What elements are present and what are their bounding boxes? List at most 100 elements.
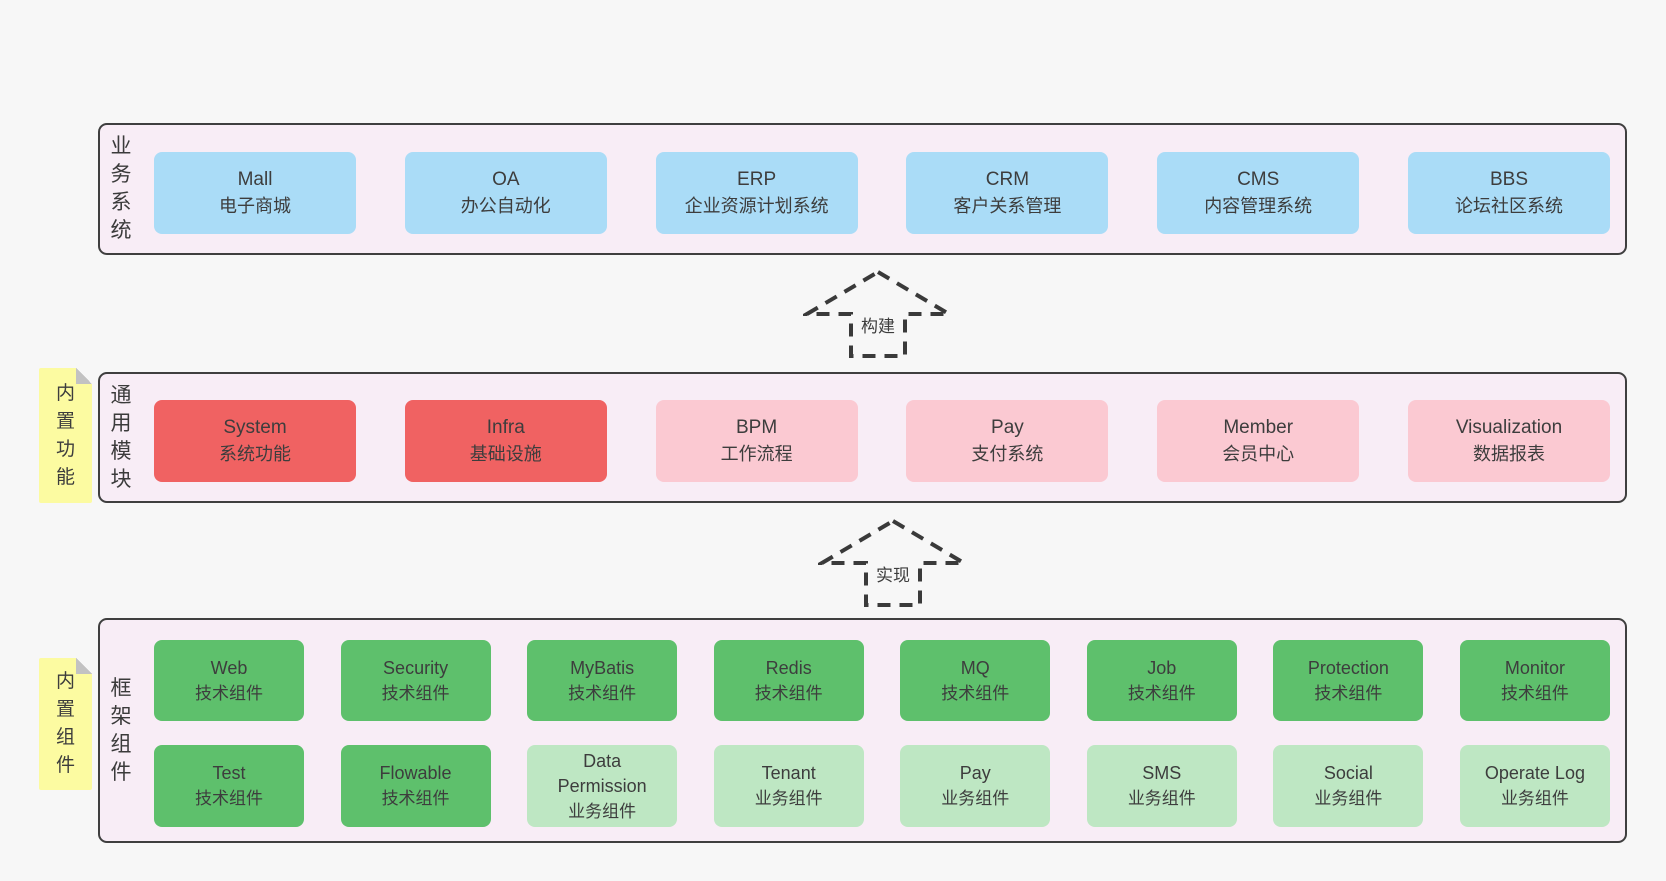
box-redis: Redis 技术组件 — [713, 640, 864, 721]
box-web: Web 技术组件 — [154, 640, 304, 721]
box-visualization: Visualization 数据报表 — [1407, 400, 1610, 482]
box-job: Job 技术组件 — [1086, 640, 1237, 721]
box-cms-title: CMS — [1237, 169, 1280, 190]
box-pay-component-title: Pay — [959, 763, 991, 783]
box-system: System 系统功能 — [154, 400, 356, 482]
business-systems-label-wrap: 业务系统 — [108, 125, 134, 253]
box-sms-subtitle: 业务组件 — [1127, 789, 1196, 808]
box-oa-title: OA — [492, 169, 520, 190]
box-pay-module-title: Pay — [991, 417, 1024, 438]
box-crm-subtitle: 客户关系管理 — [953, 196, 1062, 216]
build-arrow-label: 构建 — [858, 312, 898, 337]
framework-components-row-2: Test 技术组件 Flowable 技术组件 Data Permission … — [154, 745, 1610, 827]
box-bpm-subtitle: 工作流程 — [720, 444, 793, 464]
box-pay-component: Pay 业务组件 — [900, 745, 1051, 827]
common-modules-label: 通用模块 — [110, 383, 132, 491]
business-systems-label: 业务系统 — [110, 135, 132, 242]
box-protection-subtitle: 技术组件 — [1314, 683, 1383, 703]
box-monitor: Monitor 技术组件 — [1459, 640, 1610, 721]
box-system-title: System — [223, 417, 287, 438]
box-sms: SMS 业务组件 — [1086, 745, 1237, 827]
builtin-features-note-text: 内置功能 — [55, 382, 75, 488]
framework-components-row-1: Web 技术组件 Security 技术组件 MyBatis 技术组件 Redi… — [154, 640, 1610, 721]
box-operate-log-title: Operate Log — [1484, 763, 1585, 783]
business-systems-row: Mall 电子商城 OA 办公自动化 ERP 企业资源计划系统 CRM 客户关系… — [154, 152, 1610, 234]
box-security-subtitle: 技术组件 — [381, 683, 450, 703]
common-modules-section: 通用模块 System 系统功能 Infra 基础设施 BPM 工作流程 Pay… — [98, 372, 1627, 503]
box-redis-subtitle: 技术组件 — [754, 683, 823, 703]
box-mq-title: MQ — [960, 657, 990, 678]
box-system-subtitle: 系统功能 — [219, 444, 291, 464]
up-block-arrow-icon — [803, 269, 953, 358]
box-operate-log: Operate Log 业务组件 — [1459, 745, 1610, 827]
box-job-title: Job — [1147, 657, 1177, 678]
box-social-title: Social — [1323, 763, 1373, 783]
box-infra-subtitle: 基础设施 — [469, 444, 542, 464]
business-systems-section: 业务系统 Mall 电子商城 OA 办公自动化 ERP 企业资源计划系统 CRM… — [98, 123, 1627, 255]
box-protection-title: Protection — [1307, 657, 1389, 678]
folded-corner-icon — [76, 658, 92, 674]
implement-arrow-label: 实现 — [873, 561, 913, 586]
framework-components-label-wrap: 框架组件 — [108, 620, 134, 841]
box-bpm: BPM 工作流程 — [655, 400, 858, 482]
builtin-features-note: 内置功能 — [39, 368, 92, 503]
box-tenant-subtitle: 业务组件 — [754, 789, 823, 808]
box-flowable-subtitle: 技术组件 — [381, 789, 450, 808]
box-mybatis: MyBatis 技术组件 — [527, 640, 678, 721]
box-erp: ERP 企业资源计划系统 — [655, 152, 858, 234]
box-flowable: Flowable 技术组件 — [340, 745, 491, 827]
box-tenant-title: Tenant — [761, 763, 816, 783]
box-monitor-subtitle: 技术组件 — [1500, 683, 1569, 703]
box-pay-module: Pay 支付系统 — [906, 400, 1109, 482]
box-security-title: Security — [383, 657, 449, 678]
box-web-subtitle: 技术组件 — [195, 683, 263, 703]
box-job-subtitle: 技术组件 — [1127, 683, 1196, 703]
framework-components-label: 框架组件 — [110, 676, 132, 784]
common-modules-label-wrap: 通用模块 — [108, 374, 134, 501]
box-mq: MQ 技术组件 — [900, 640, 1051, 721]
box-mall-title: Mall — [237, 169, 273, 190]
common-modules-row: System 系统功能 Infra 基础设施 BPM 工作流程 Pay 支付系统… — [154, 400, 1610, 482]
box-redis-title: Redis — [765, 657, 812, 678]
implement-arrow: 实现 — [818, 517, 968, 609]
box-monitor-title: Monitor — [1504, 657, 1565, 678]
box-web-title: Web — [210, 657, 248, 678]
box-bbs-subtitle: 论坛社区系统 — [1454, 196, 1563, 216]
folded-corner-icon — [76, 368, 92, 384]
box-oa-subtitle: 办公自动化 — [460, 196, 551, 216]
box-bpm-title: BPM — [736, 417, 778, 438]
box-erp-subtitle: 企业资源计划系统 — [684, 196, 829, 216]
box-visualization-subtitle: 数据报表 — [1472, 444, 1545, 464]
box-cms: CMS 内容管理系统 — [1157, 152, 1360, 234]
box-protection: Protection 技术组件 — [1273, 640, 1424, 721]
box-bbs-title: BBS — [1489, 169, 1528, 190]
box-infra: Infra 基础设施 — [404, 400, 607, 482]
box-member-title: Member — [1223, 417, 1294, 438]
builtin-components-note: 内置组件 — [39, 658, 92, 790]
box-data-permission: Data Permission 业务组件 — [527, 745, 678, 827]
box-member: Member 会员中心 — [1157, 400, 1360, 482]
box-bbs: BBS 论坛社区系统 — [1407, 152, 1610, 234]
box-data-permission-title: Data Permission — [557, 750, 647, 796]
box-mybatis-title: MyBatis — [570, 657, 635, 678]
box-pay-component-subtitle: 业务组件 — [941, 789, 1010, 808]
build-arrow: 构建 — [803, 268, 953, 360]
box-cms-subtitle: 内容管理系统 — [1204, 196, 1313, 216]
box-mq-subtitle: 技术组件 — [941, 683, 1010, 703]
box-test-title: Test — [212, 763, 246, 783]
box-visualization-title: Visualization — [1455, 417, 1563, 438]
box-mall: Mall 电子商城 — [154, 152, 356, 234]
box-mybatis-subtitle: 技术组件 — [568, 683, 637, 703]
box-operate-log-subtitle: 业务组件 — [1500, 789, 1569, 808]
box-infra-title: Infra — [486, 417, 525, 438]
box-pay-module-subtitle: 支付系统 — [971, 444, 1044, 464]
box-crm-title: CRM — [985, 169, 1030, 190]
box-tenant: Tenant 业务组件 — [713, 745, 864, 827]
box-security: Security 技术组件 — [340, 640, 491, 721]
box-member-subtitle: 会员中心 — [1222, 444, 1295, 464]
box-sms-title: SMS — [1142, 763, 1182, 783]
box-flowable-title: Flowable — [379, 763, 452, 783]
up-block-arrow-icon — [818, 518, 968, 607]
framework-components-section: 框架组件 Web 技术组件 Security 技术组件 MyBatis 技术组件… — [98, 618, 1627, 843]
